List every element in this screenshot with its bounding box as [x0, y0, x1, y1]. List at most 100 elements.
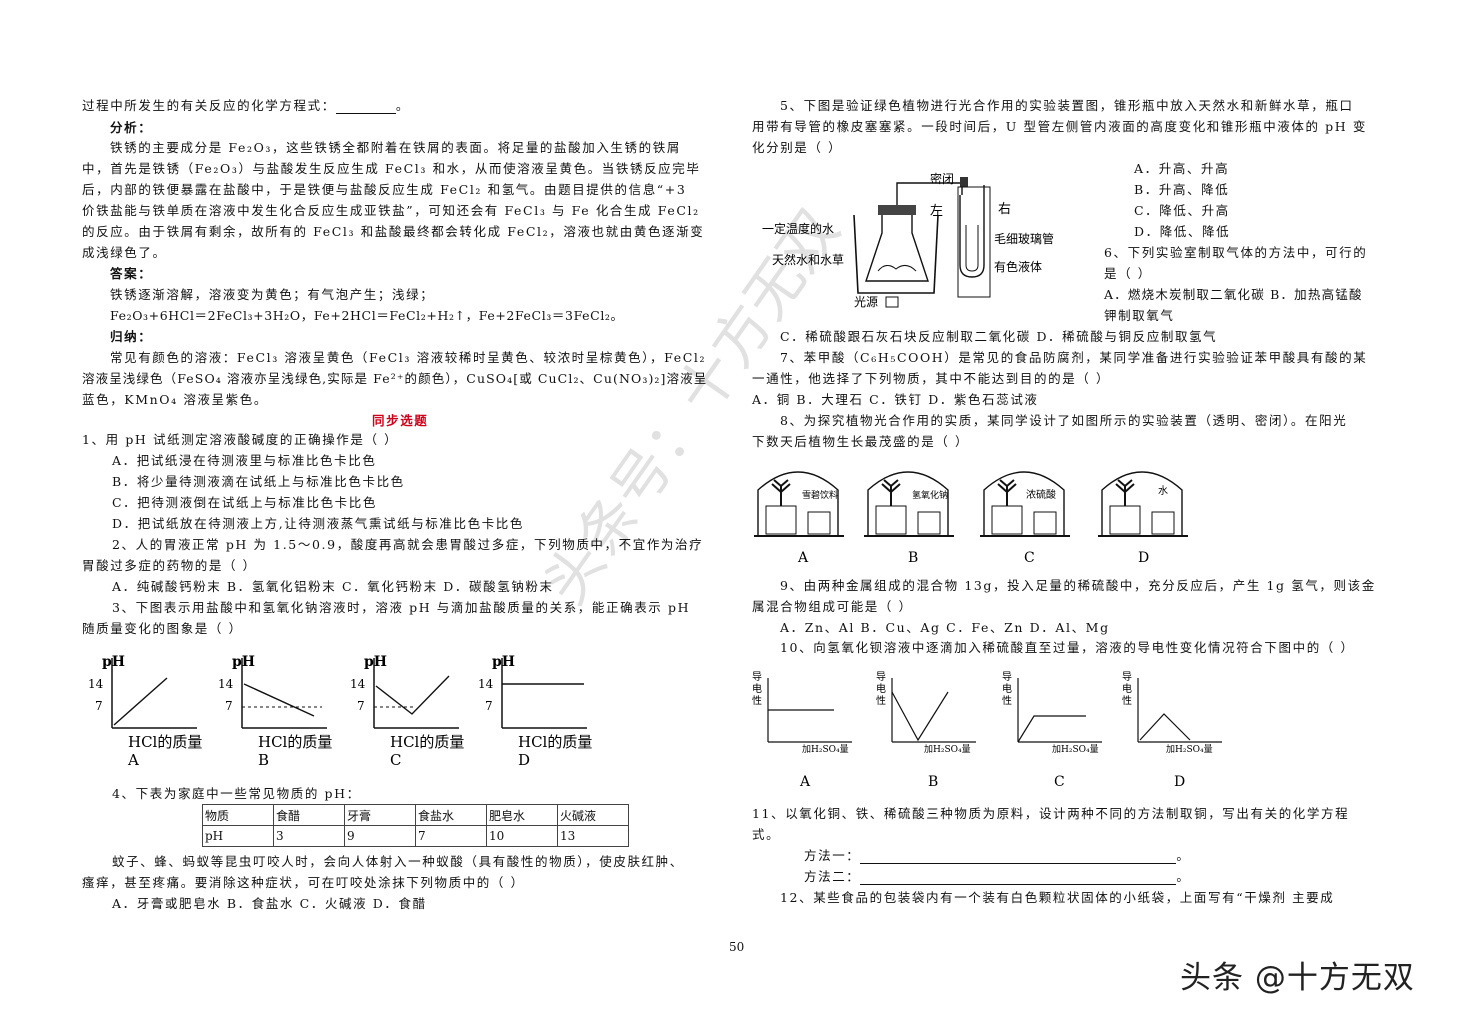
option: D．把试纸放在待测液上方,让待测液蒸气熏试纸与标准比色卡比色	[112, 516, 524, 531]
question-8: 8、为探究植物光合作用的实质，某同学设计了如图所示的实验装置（透明、密闭）。在阳…	[780, 413, 1348, 428]
svg-text:氢氧化钠: 氢氧化钠	[912, 489, 948, 501]
conductivity-graphs: 导 电 性 加H₂SO₄量 A 导 电 性 加H₂SO₄量 B 导 电 性 加	[752, 671, 1222, 790]
question-12: 12、某些食品的包装袋内有一个装有白色颗粒状固体的小纸袋，上面写有“干燥剂 主要…	[780, 890, 1335, 905]
text-line: 随质量变化的图象是（ ）	[82, 621, 243, 636]
option: B．将少量待测液滴在试纸上与标准比色卡比色	[112, 474, 405, 489]
svg-text:导: 导	[876, 671, 886, 683]
question-1: 1、用 pH 试纸测定溶液酸碱度的正确操作是（ ）	[82, 432, 399, 447]
options: A．铜 B．大理石 C．铁钉 D．紫色石蕊试液	[752, 392, 1039, 407]
svg-text:D: D	[1138, 550, 1149, 566]
text-line: 钾制取氧气	[1104, 308, 1175, 323]
question-11: 11、以氧化铜、铁、稀硫酸三种物质为原料，设计两种不同的方法制取铜，写出有关的化…	[752, 806, 1350, 821]
svg-text:右: 右	[998, 202, 1011, 217]
text-line: 价铁盐能与铁单质在溶液中发生化合反应生成亚铁盐”，可知还会有 FeCl₃ 与 F…	[82, 203, 700, 218]
svg-text:天然水和水草: 天然水和水草	[772, 252, 844, 267]
svg-text:C: C	[390, 751, 401, 769]
svg-text:pH: pH	[364, 654, 387, 670]
text-line: C．稀硫酸跟石灰石块反应制取二氧化碳 D．稀硫酸与铜反应制取氢气	[780, 329, 1218, 344]
text-line: 中，首先是铁锈（Fe₂O₃）与盐酸发生反应生成 FeCl₃ 和水，从而使溶液呈黄…	[82, 161, 701, 176]
svg-text:水: 水	[1158, 485, 1168, 497]
question-10: 10、向氢氧化钡溶液中逐滴加入稀硫酸直至过量，溶液的导电性变化情况符合下图中的（…	[780, 640, 1355, 655]
svg-text:有色液体: 有色液体	[994, 259, 1042, 274]
svg-text:电: 电	[876, 682, 886, 695]
brand-watermark: 头条 @十方无双	[1180, 960, 1415, 996]
svg-text:HCl的质量: HCl的质量	[518, 733, 592, 751]
question-5: 5、下图是验证绿色植物进行光合作用的实验装置图，锥形瓶中放入天然水和新鲜水草，瓶…	[780, 98, 1354, 113]
table-row: 物质食醋牙膏 食盐水肥皂水火碱液	[202, 804, 629, 826]
svg-text:密闭: 密闭	[930, 171, 954, 186]
option: A．升高、升高	[1134, 161, 1230, 176]
method-1: 方法一：。	[804, 848, 1191, 864]
svg-text:14: 14	[218, 677, 234, 691]
svg-text:加H₂SO₄量: 加H₂SO₄量	[802, 744, 849, 755]
photosynthesis-apparatus: 密闭 左 右 一定温度的水 毛细玻璃管 天然水和水草 有色液体 光源	[762, 171, 1054, 309]
question-6: 6、下列实验室制取气体的方法中，可行的	[1104, 245, 1368, 260]
svg-text:加H₂SO₄量: 加H₂SO₄量	[924, 744, 971, 755]
svg-text:导: 导	[1002, 671, 1012, 683]
text-line: 溶液呈浅绿色（FeSO₄ 溶液亦呈浅绿色,实际是 Fe²⁺的颜色），CuSO₄[…	[82, 371, 708, 386]
svg-text:导: 导	[1122, 671, 1132, 683]
text-line: 属混合物组成可能是（ ）	[752, 599, 913, 614]
summary-heading: 归纳：	[110, 329, 153, 344]
svg-text:D: D	[518, 751, 530, 769]
options: A．纯碱酸钙粉末 B．氢氧化铝粉末 C．氧化钙粉末 D．碳酸氢钠粉末	[112, 579, 554, 594]
svg-text:光源: 光源	[854, 295, 878, 309]
ph-graph-C: pH 14 7 HCl的质量 C	[350, 654, 464, 769]
svg-text:电: 电	[1122, 682, 1132, 695]
text-line: 蓝色，KMnO₄ 溶液呈紫色。	[82, 392, 268, 407]
text-line: 铁锈逐渐溶解，溶液变为黄色；有气泡产生；浅绿；	[110, 287, 435, 302]
svg-text:14: 14	[88, 677, 104, 691]
ph-graph-B: pH 14 7 HCl的质量 B	[218, 654, 332, 769]
svg-text:电: 电	[752, 682, 762, 695]
svg-text:性: 性	[876, 694, 886, 707]
svg-text:一定温度的水: 一定温度的水	[762, 221, 834, 236]
svg-text:导: 导	[752, 671, 762, 683]
svg-text:毛细玻璃管: 毛细玻璃管	[994, 231, 1054, 246]
svg-text:加H₂SO₄量: 加H₂SO₄量	[1052, 744, 1099, 755]
question-2: 2、人的胃液正常 pH 为 1.5～0.9，酸度再高就会患胃酸过多症，下列物质中…	[112, 537, 704, 552]
svg-text:浓硫酸: 浓硫酸	[1026, 488, 1056, 501]
text-line: 成浅绿色了。	[82, 245, 167, 260]
option: C．把待测液倒在试纸上与标准比色卡比色	[112, 495, 377, 510]
svg-text:性: 性	[752, 694, 762, 707]
text-line: 蚊子、蜂、蚂蚁等昆虫叮咬人时，会向人体射入一种蚁酸（具有酸性的物质），使皮肤红肿…	[112, 854, 684, 869]
question-9: 9、由两种金属组成的混合物 13g，投入足量的稀硫酸中，充分反应后，产生 1g …	[780, 578, 1376, 593]
svg-text:B: B	[928, 774, 938, 790]
text-line: A．燃烧木炭制取二氧化碳 B．加热高锰酸	[1104, 287, 1363, 302]
svg-text:14: 14	[350, 677, 366, 691]
svg-text:A: A	[127, 751, 139, 769]
ph-graphs: pH 14 7 HCl的质量 A pH 14 7 HCl的质量 B pH 14 …	[88, 654, 592, 769]
svg-text:C: C	[1054, 774, 1065, 790]
svg-text:HCl的质量: HCl的质量	[128, 733, 202, 751]
svg-text:A: A	[799, 774, 811, 790]
text-line: 的反应。由于铁屑有剩余，故所有的 FeCl₃ 和盐酸最终都会转化成 FeCl₂，…	[82, 224, 705, 239]
text-line: 常见有颜色的溶液：FeCl₃ 溶液呈黄色（FeCl₃ 溶液较稀时呈黄色、较浓时呈…	[110, 350, 707, 365]
text-line: 用带有导管的橡皮塞塞紧。一段时间后，U 型管左侧管内液面的高度变化和锥形瓶中液体…	[752, 119, 1367, 134]
svg-text:HCl的质量: HCl的质量	[390, 733, 464, 751]
text-line: 一通性，他选择了下列物质，其中不能达到目的的是（ ）	[752, 371, 1111, 386]
svg-text:7: 7	[95, 699, 103, 713]
options: A．牙膏或肥皂水 B．食盐水 C．火碱液 D．食醋	[112, 896, 427, 911]
text-line: 化分别是（ ）	[752, 140, 843, 155]
options: A．Zn、Al B．Cu、Ag C．Fe、Zn D．Al、Mg	[780, 620, 1110, 635]
svg-text:性: 性	[1002, 694, 1012, 707]
question-4: 4、下表为家庭中一些常见物质的 pH：	[112, 786, 361, 801]
ph-graph-D: pH 14 7 HCl的质量 D	[478, 654, 592, 769]
svg-text:性: 性	[1122, 694, 1132, 707]
svg-text:pH: pH	[492, 654, 515, 670]
svg-text:HCl的质量: HCl的质量	[258, 733, 332, 751]
answer-heading: 答案：	[110, 266, 153, 281]
analysis-heading: 分析：	[110, 120, 153, 135]
bell-jar-figures: 雪碧饮料 A 氢氧化钠 B 浓硫酸 C 水 D	[754, 471, 1188, 566]
option: D．降低、降低	[1134, 224, 1231, 239]
svg-text:A: A	[797, 550, 809, 566]
option: A．把试纸浸在待测液里与标准比色卡比色	[112, 453, 377, 468]
svg-text:雪碧饮料: 雪碧饮料	[802, 489, 838, 501]
text-line: 后，内部的铁便暴露在盐酸中，于是铁便与盐酸反应生成 FeCl₂ 和氢气。由题目提…	[82, 182, 687, 197]
option: C．降低、升高	[1134, 203, 1230, 218]
text-line: 铁锈的主要成分是 Fe₂O₃，这些铁锈全都附着在铁屑的表面。将足量的盐酸加入生锈…	[110, 140, 681, 155]
ph-graph-A: pH 14 7 HCl的质量 A	[88, 654, 202, 769]
svg-text:加H₂SO₄量: 加H₂SO₄量	[1166, 744, 1213, 755]
svg-text:7: 7	[357, 699, 365, 713]
